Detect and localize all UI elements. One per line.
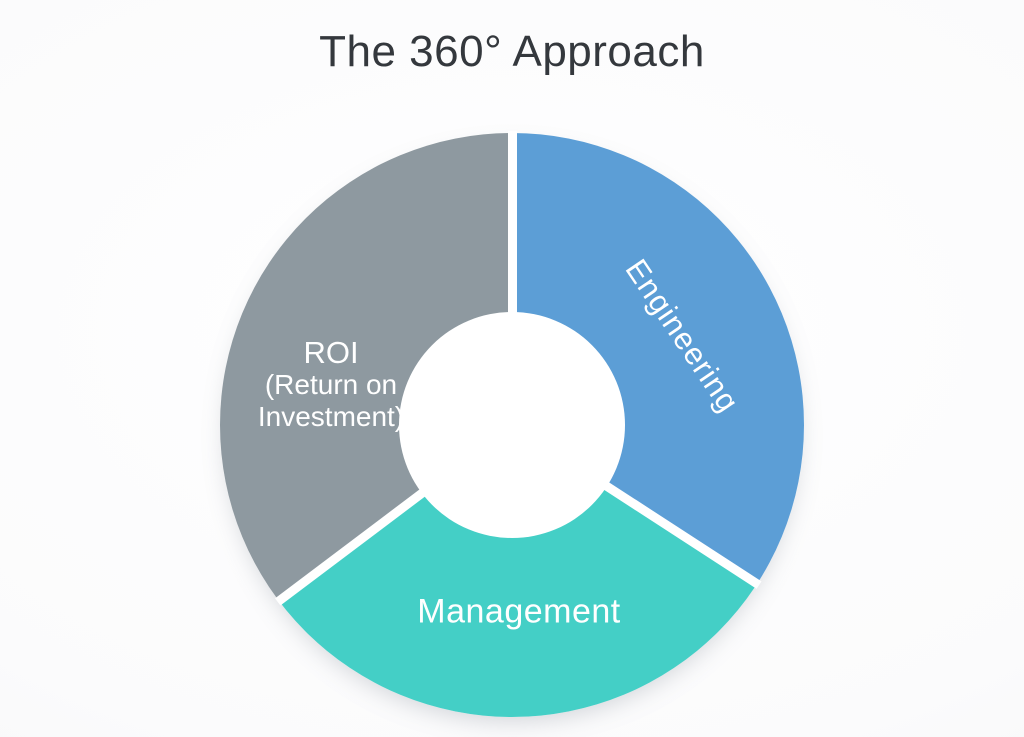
segment-label-management: Management — [417, 592, 621, 631]
donut-hole — [399, 312, 625, 538]
chart-title: The 360° Approach — [319, 27, 705, 76]
segment-label-roi: ROI (Return on Investment) — [258, 337, 404, 433]
segment-divider-top — [507, 131, 517, 425]
roi-label-line3: Investment) — [257, 401, 405, 432]
roi-label-line1: ROI — [303, 335, 359, 370]
roi-label-line2: (Return on — [264, 369, 398, 400]
